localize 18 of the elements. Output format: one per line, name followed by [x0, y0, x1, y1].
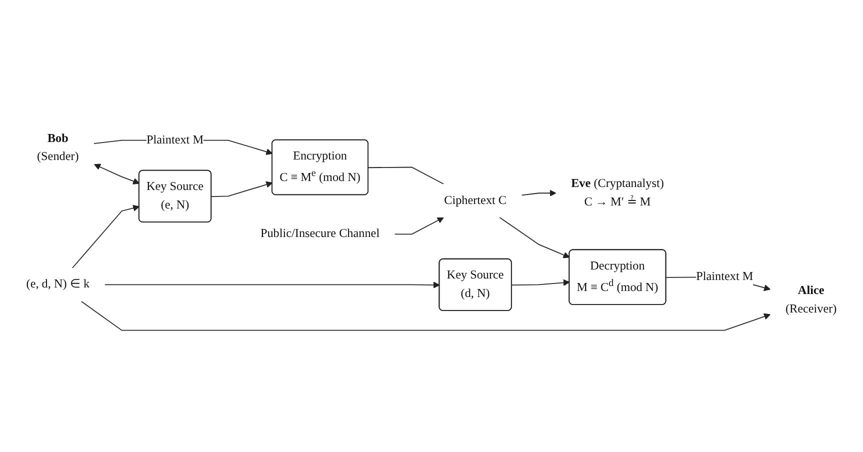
arrow [511, 279, 570, 286]
node-text: (e, d, N) ∈ k [26, 278, 90, 291]
node-text: Alice (Receiver) [785, 284, 837, 316]
edge-label: Plaintext M [146, 133, 204, 146]
node-text: Eve (Cryptanalyst) C → M′ ≟ M [571, 176, 664, 208]
node-text: Ciphertext C [444, 194, 507, 207]
node-text: Public/Insecure Channel [260, 227, 380, 240]
arrow [72, 204, 140, 268]
arrow [394, 216, 444, 234]
arrow [94, 164, 140, 184]
arrow [211, 181, 273, 197]
edge-label: Plaintext M [696, 270, 754, 283]
connector [368, 166, 444, 184]
arrow [80, 300, 771, 331]
arrow [104, 281, 440, 288]
arrow [521, 190, 556, 196]
arrow [499, 216, 570, 258]
node-text: Bob (Sender) [37, 132, 79, 163]
